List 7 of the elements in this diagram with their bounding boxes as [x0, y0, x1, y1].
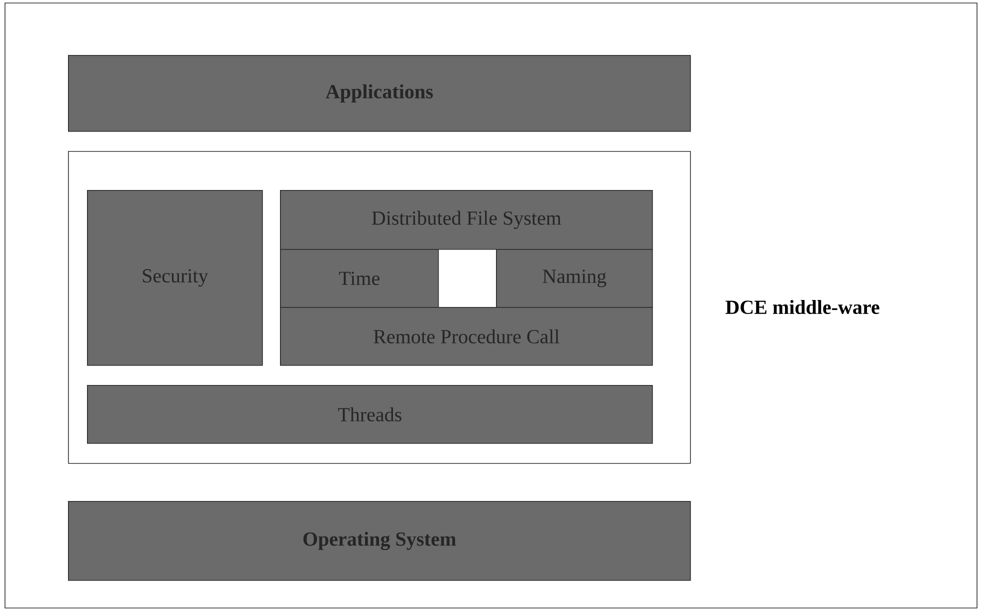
layer-box: Operating System [68, 501, 691, 581]
layer-box: Naming [496, 249, 653, 308]
layer-box: Applications [68, 55, 691, 132]
layer-box: Security [87, 190, 263, 366]
layer-box: Time [280, 249, 439, 308]
side-label: DCE middle-ware [726, 300, 880, 314]
layer-box: Threads [87, 385, 653, 444]
